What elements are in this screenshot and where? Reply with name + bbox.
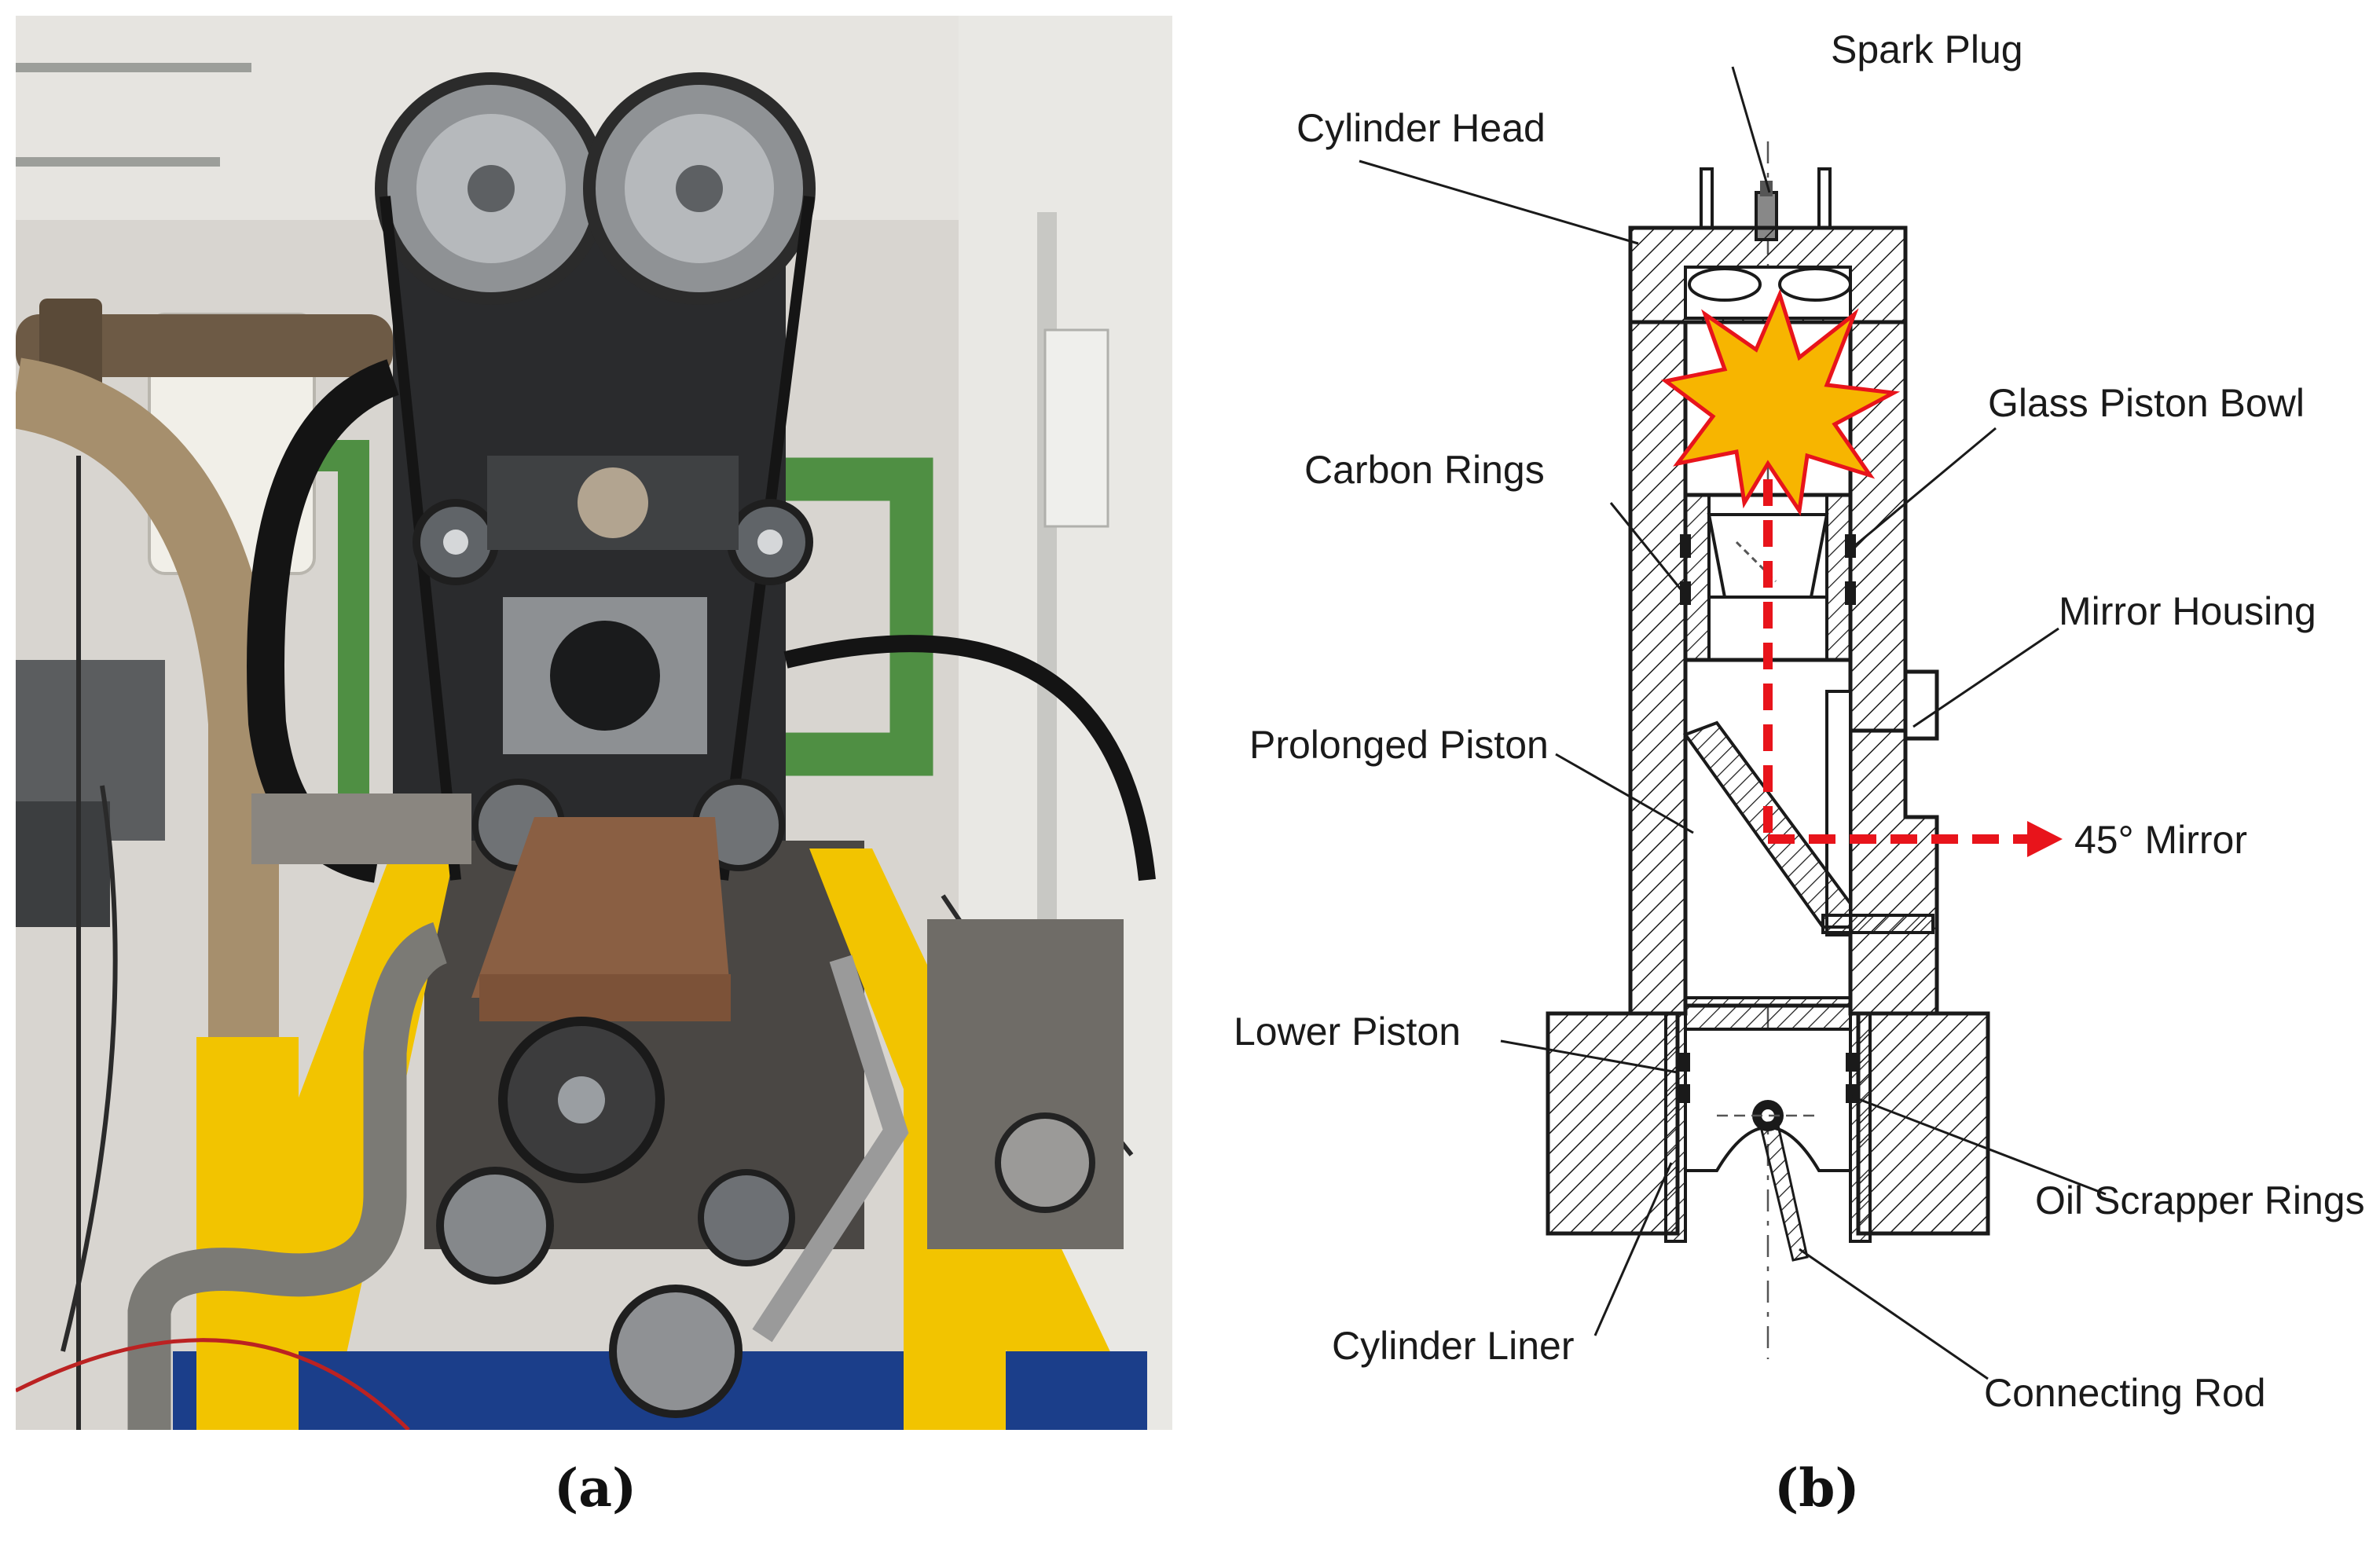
connecting-rod xyxy=(1752,1100,1809,1262)
engine-photo-illustration xyxy=(16,16,1172,1430)
light-path xyxy=(1763,479,2063,857)
valve-stem-left xyxy=(1700,167,1714,229)
label-cylinder-liner: Cylinder Liner xyxy=(1332,1324,1574,1368)
label-mirror-45: 45° Mirror xyxy=(2074,818,2247,862)
label-oil-scrapper-rings: Oil Scrapper Rings xyxy=(2035,1178,2365,1222)
optical-engine-schematic: Spark Plug Cylinder Head Glass Piston Bo… xyxy=(1202,0,2380,1438)
label-connecting-rod: Connecting Rod xyxy=(1984,1371,2266,1415)
engine-photo xyxy=(16,16,1172,1430)
label-spark-plug: Spark Plug xyxy=(1831,27,2023,71)
carbon-rings xyxy=(1680,534,1856,605)
flame-burst-icon xyxy=(1661,288,1901,516)
label-cylinder-head: Cylinder Head xyxy=(1296,106,1546,150)
valve-stem-right xyxy=(1817,167,1832,229)
label-carbon-rings: Carbon Rings xyxy=(1304,448,1545,492)
caption-a: (a) xyxy=(554,1457,637,1519)
caption-b: (b) xyxy=(1774,1457,1860,1519)
label-mirror-housing: Mirror Housing xyxy=(2059,589,2316,633)
arrow-right-icon xyxy=(2027,821,2063,857)
label-prolonged-piston: Prolonged Piston xyxy=(1249,723,1549,767)
label-lower-piston: Lower Piston xyxy=(1234,1010,1461,1054)
leader-lines xyxy=(1359,66,2107,1380)
label-glass-piston-bowl: Glass Piston Bowl xyxy=(1988,381,2305,425)
cylinder-liner xyxy=(1664,1012,1872,1243)
schematic-svg: Spark Plug Cylinder Head Glass Piston Bo… xyxy=(1234,27,2365,1415)
cylinder-head xyxy=(1628,225,1908,324)
mirror-housing xyxy=(1903,669,1939,741)
